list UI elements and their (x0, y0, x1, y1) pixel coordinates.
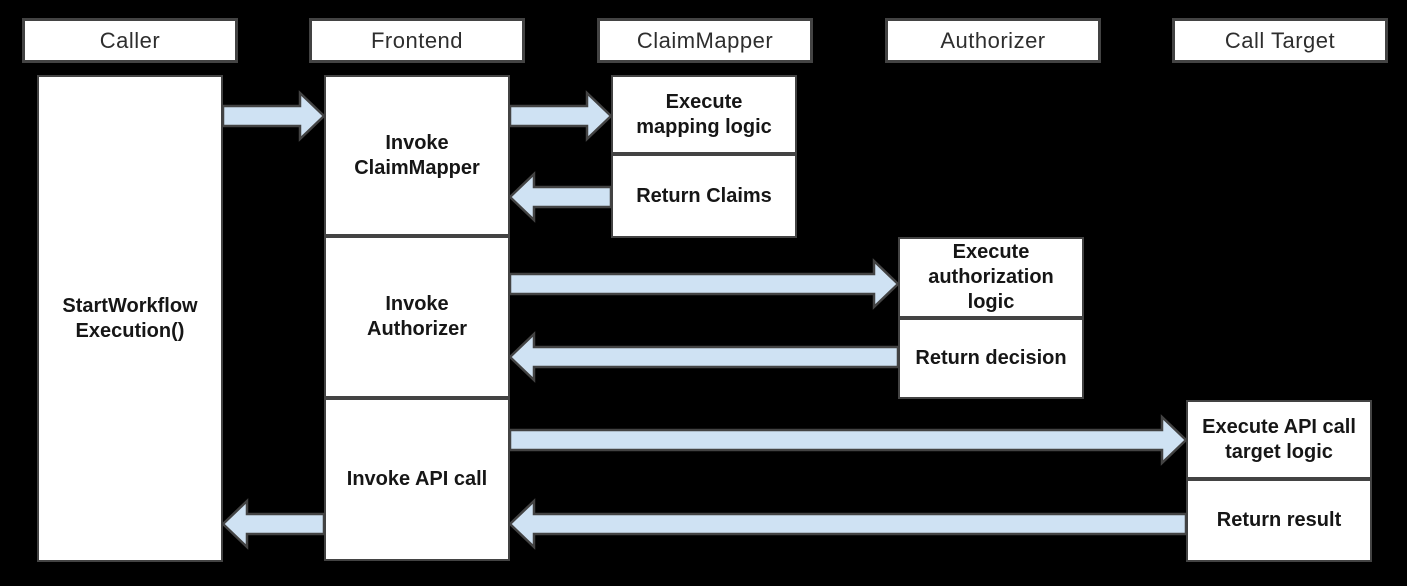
lane-header-label: Frontend (370, 27, 464, 53)
arrow-claimmapper-to-frontend (508, 171, 613, 223)
lane-header-label: Authorizer (940, 27, 1046, 53)
lane-header-call-target: Call Target (1172, 18, 1388, 63)
node-execute-authorization-logic: Execute authorization logic (898, 237, 1084, 318)
node-return-claims: Return Claims (611, 154, 797, 238)
node-start-workflow-execution: StartWorkflow Execution() (37, 75, 223, 562)
arrow-frontend-to-claimmapper (508, 90, 613, 142)
node-invoke-authorizer: Invoke Authorizer (324, 236, 510, 398)
lane-header-label: Caller (99, 27, 161, 53)
lane-header-frontend: Frontend (309, 18, 525, 63)
lane-header-label: Call Target (1224, 27, 1336, 53)
node-invoke-claimmapper: Invoke ClaimMapper (324, 75, 510, 236)
arrow-frontend-to-authorizer (508, 258, 900, 310)
arrow-call-target-to-frontend (508, 498, 1188, 550)
node-execute-mapping-logic: Execute mapping logic (611, 75, 797, 154)
arrow-frontend-to-call-target (508, 414, 1188, 466)
node-return-result: Return result (1186, 479, 1372, 562)
node-return-decision: Return decision (898, 318, 1084, 399)
arrow-frontend-to-caller (221, 498, 326, 550)
arrow-caller-to-frontend (221, 90, 326, 142)
node-execute-api-call-target-logic: Execute API call target logic (1186, 400, 1372, 479)
lane-header-claimmapper: ClaimMapper (597, 18, 813, 63)
node-invoke-api-call: Invoke API call (324, 398, 510, 561)
lane-header-authorizer: Authorizer (885, 18, 1101, 63)
arrow-authorizer-to-frontend (508, 331, 900, 383)
lane-header-caller: Caller (22, 18, 238, 63)
lane-header-label: ClaimMapper (636, 27, 774, 53)
